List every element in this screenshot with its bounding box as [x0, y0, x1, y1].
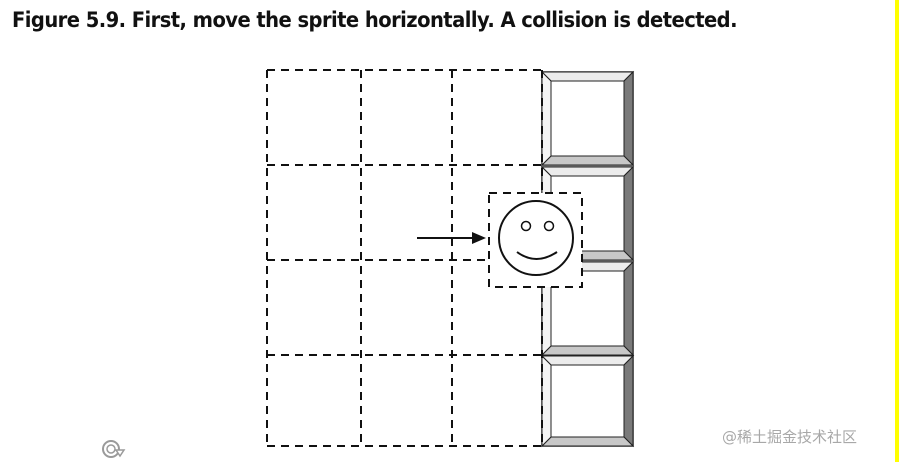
smiley-sprite: [488, 192, 583, 288]
watermark-text: @稀土掘金技术社区: [722, 428, 858, 446]
refresh-logo-icon: [102, 440, 126, 458]
page-edge-bar: [895, 0, 899, 462]
wall-block: [540, 354, 635, 448]
movement-arrow-icon: [417, 232, 486, 244]
figure-caption: Figure 5.9. First, move the sprite horiz…: [12, 8, 738, 32]
wall-block: [540, 70, 635, 167]
